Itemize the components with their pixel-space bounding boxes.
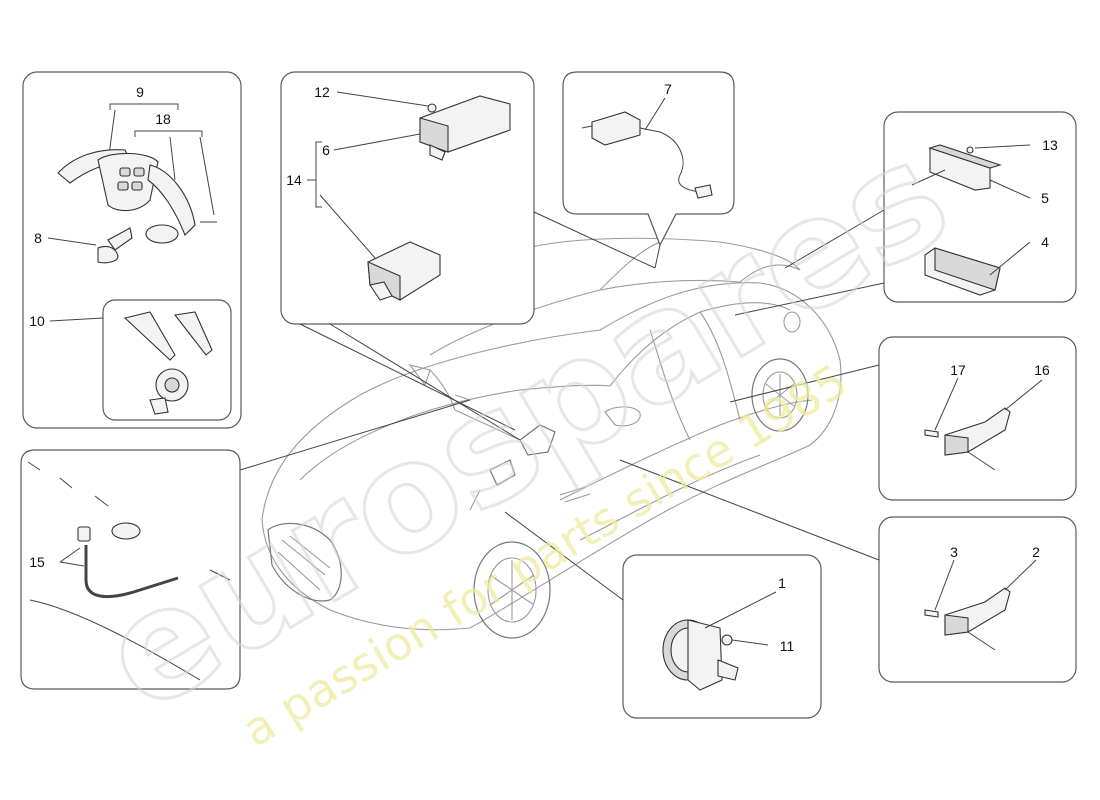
callout-9: 9	[136, 84, 144, 100]
callout-12: 12	[314, 84, 330, 100]
panel-key-blades	[102, 299, 232, 421]
callout-2: 2	[1032, 544, 1040, 560]
callout-13: 13	[1042, 137, 1058, 153]
control-unit-parts	[307, 91, 511, 301]
car-outline	[261, 237, 842, 639]
callout-18: 18	[155, 111, 171, 127]
callout-16: 16	[1034, 362, 1050, 378]
callout-5: 5	[1041, 190, 1049, 206]
bracket-front-parts	[924, 559, 1037, 651]
key-fob-parts	[47, 103, 217, 264]
callout-labels: 1 2 3 4 5 6 7 8 9 10 11 12 13 14 15 16 1…	[29, 81, 1058, 654]
antenna-parts	[581, 97, 713, 199]
callout-3: 3	[950, 544, 958, 560]
callout-14: 14	[286, 172, 302, 188]
callout-8: 8	[34, 230, 42, 246]
callout-4: 4	[1041, 234, 1049, 250]
callout-1: 1	[778, 575, 786, 591]
key-blade-parts	[49, 311, 213, 415]
bonnet-switch-parts	[27, 461, 231, 681]
sensor-parts	[911, 144, 1031, 296]
callout-15: 15	[29, 554, 45, 570]
callout-6: 6	[322, 142, 330, 158]
siren-parts	[662, 591, 777, 691]
leader-lines	[239, 209, 885, 601]
callout-10: 10	[29, 313, 45, 329]
callout-7: 7	[664, 81, 672, 97]
panel-antenna	[562, 71, 735, 247]
bracket-rear-parts	[924, 377, 1043, 471]
callout-17: 17	[950, 362, 966, 378]
panel-bracket-front	[878, 516, 1077, 683]
callout-11: 11	[780, 638, 795, 654]
panel-bonnet-switch	[20, 449, 241, 690]
panel-siren	[622, 554, 822, 719]
panel-bracket-rear	[878, 336, 1077, 501]
